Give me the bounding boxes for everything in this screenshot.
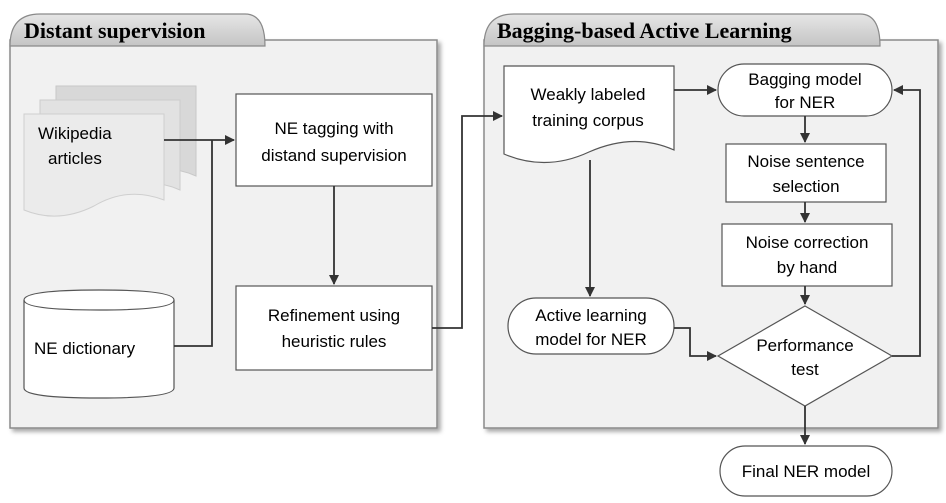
node-ne-tagging: NE tagging with distand supervision [235, 93, 433, 187]
panel-bagging-tab [483, 13, 881, 47]
refinement-label-line2: heuristic rules [282, 332, 387, 351]
performance-label-line1: Performance [756, 336, 853, 355]
document-icon [503, 65, 675, 164]
node-weak-corpus: Weakly labeled training corpus [503, 65, 675, 164]
weak-corpus-label-line2: training corpus [532, 111, 644, 130]
node-bagging-model: Bagging model for NER [717, 63, 893, 117]
node-refinement: Refinement using heuristic rules [235, 285, 433, 371]
noise-selection-label-line1: Noise sentence [747, 152, 864, 171]
performance-label-line2: test [791, 360, 819, 379]
node-final-model: Final NER model [719, 445, 893, 497]
active-model-label-line1: Active learning [535, 306, 647, 325]
weak-corpus-label-line1: Weakly labeled [531, 85, 646, 104]
panel-bagging-title: Bagging-based Active Learning [497, 18, 792, 43]
bagging-model-label-line2: for NER [775, 93, 835, 112]
arrow-active-to-test [674, 327, 717, 361]
database-cylinder-icon [23, 289, 175, 399]
noise-correction-label-line2: by hand [777, 258, 838, 277]
document-stack-front-icon [23, 113, 165, 217]
node-ne-dictionary: NE dictionary [23, 289, 175, 399]
connectors [164, 85, 921, 445]
node-performance-test: Performance test [716, 305, 894, 407]
wikipedia-label-line1: Wikipedia [38, 124, 112, 143]
bagging-model-label-line1: Bagging model [748, 70, 861, 89]
node-noise-correction: Noise correction by hand [721, 223, 893, 287]
wikipedia-label-line2: articles [48, 149, 102, 168]
arrow-test-loop-to-bagging [892, 85, 921, 357]
noise-selection-label-line2: selection [772, 177, 839, 196]
refinement-label-line1: Refinement using [268, 306, 400, 325]
node-noise-selection: Noise sentence selection [725, 143, 887, 203]
noise-correction-label-line1: Noise correction [746, 233, 869, 252]
node-wikipedia-articles: Wikipedia articles [23, 85, 197, 217]
panel-distant-tab [9, 13, 266, 47]
active-model-label-line2: model for NER [535, 330, 646, 349]
arrow-dictionary-to-tagging [174, 140, 213, 347]
arrow-refinement-to-corpus [432, 111, 503, 329]
dictionary-label: NE dictionary [34, 339, 136, 358]
ne-tagging-label-line2: distand supervision [261, 146, 407, 165]
ne-tagging-label-line1: NE tagging with [274, 119, 393, 138]
node-active-learning-model: Active learning model for NER [507, 297, 675, 355]
panel-distant-title: Distant supervision [24, 18, 206, 43]
final-model-label: Final NER model [742, 462, 871, 481]
